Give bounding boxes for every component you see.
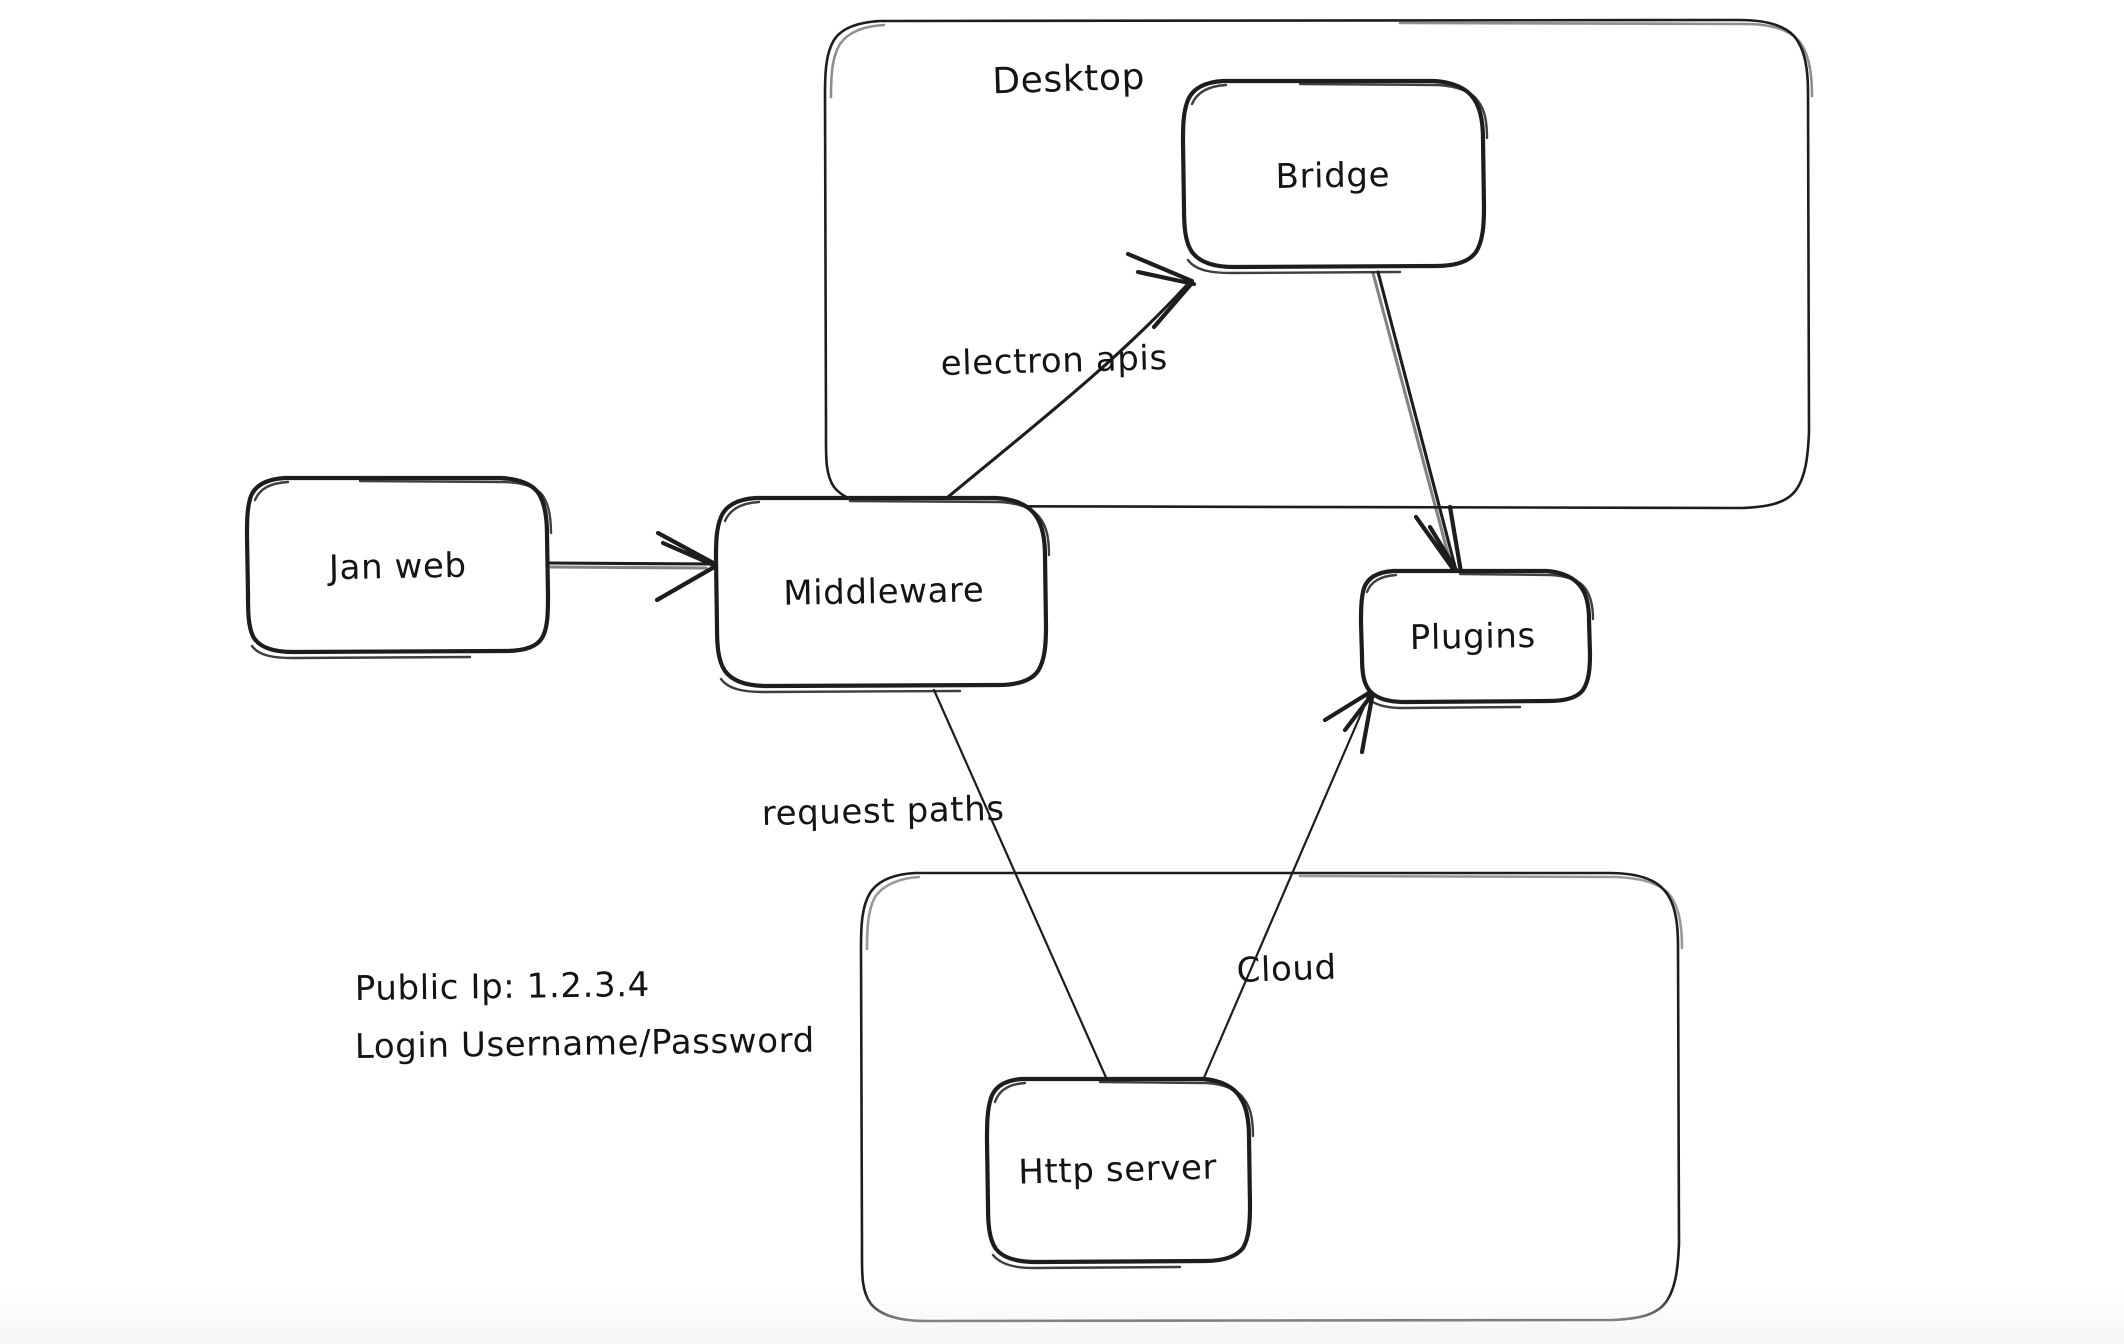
node-http-server-label: Http server [1018, 1147, 1218, 1192]
container-desktop-outline [823, 18, 1811, 510]
edge-bridge-to-plugins-line-ghost [1371, 271, 1457, 582]
container-cloud[interactable] [859, 871, 1684, 1323]
node-http-server[interactable]: Http server [984, 1076, 1255, 1270]
node-jan-web[interactable]: Jan web [244, 475, 553, 660]
edge-janweb-to-middleware-line-ghost [549, 565, 708, 570]
node-jan-web-box-ghost [250, 479, 553, 660]
node-middleware-box [713, 495, 1049, 689]
container-desktop-label: Desktop [992, 57, 1146, 103]
node-jan-web-label: Jan web [327, 546, 467, 588]
edge-middleware-to-bridge-arrowhead [1125, 251, 1197, 330]
edge-label-cloud: Cloud [1236, 948, 1337, 991]
note-credentials-line-1: Public Ip: 1.2.3.4 [355, 965, 651, 1009]
node-plugins-box [1358, 568, 1593, 705]
node-plugins-label: Plugins [1409, 616, 1536, 658]
edge-middleware-to-bridge[interactable]: electron apis [940, 251, 1197, 499]
container-desktop-outline-ghost [829, 21, 1814, 99]
node-plugins[interactable]: Plugins [1358, 568, 1595, 710]
node-middleware[interactable]: Middleware [713, 495, 1051, 694]
container-cloud-outline [859, 871, 1681, 1323]
node-bridge-box-ghost [1186, 82, 1489, 275]
node-middleware-box-ghost [719, 499, 1051, 694]
note-credentials: Public Ip: 1.2.3.4 Login Username/Passwo… [355, 965, 815, 1067]
edge-httpserver-to-plugins-line [1201, 691, 1372, 1082]
edge-janweb-to-middleware[interactable] [546, 530, 721, 603]
node-middleware-label: Middleware [783, 570, 985, 614]
note-credentials-line-2: Login Username/Password [355, 1021, 815, 1067]
container-cloud-outline-ghost [865, 874, 1684, 951]
edge-label-request-paths: request paths [761, 789, 1005, 834]
edge-middleware-to-httpserver[interactable]: request paths [761, 688, 1110, 1084]
node-jan-web-box [244, 475, 551, 655]
container-desktop[interactable]: Desktop [823, 18, 1814, 510]
edge-httpserver-to-plugins[interactable]: Cloud [1201, 688, 1377, 1082]
edge-janweb-to-middleware-arrowhead [654, 530, 721, 603]
node-plugins-box-ghost [1364, 572, 1595, 710]
edge-janweb-to-middleware-line [546, 561, 716, 566]
node-http-server-box-ghost [991, 1080, 1255, 1270]
node-http-server-box [984, 1076, 1253, 1265]
node-bridge-label: Bridge [1275, 155, 1390, 197]
edge-bridge-to-plugins-line [1376, 270, 1460, 580]
edge-middleware-to-bridge-line [946, 284, 1188, 499]
node-bridge[interactable]: Bridge [1180, 78, 1489, 275]
edge-middleware-to-httpserver-line [932, 688, 1110, 1084]
node-bridge-box [1180, 78, 1487, 270]
edge-label-electron-apis: electron apis [940, 338, 1168, 384]
edge-bridge-to-plugins[interactable] [1371, 270, 1465, 583]
